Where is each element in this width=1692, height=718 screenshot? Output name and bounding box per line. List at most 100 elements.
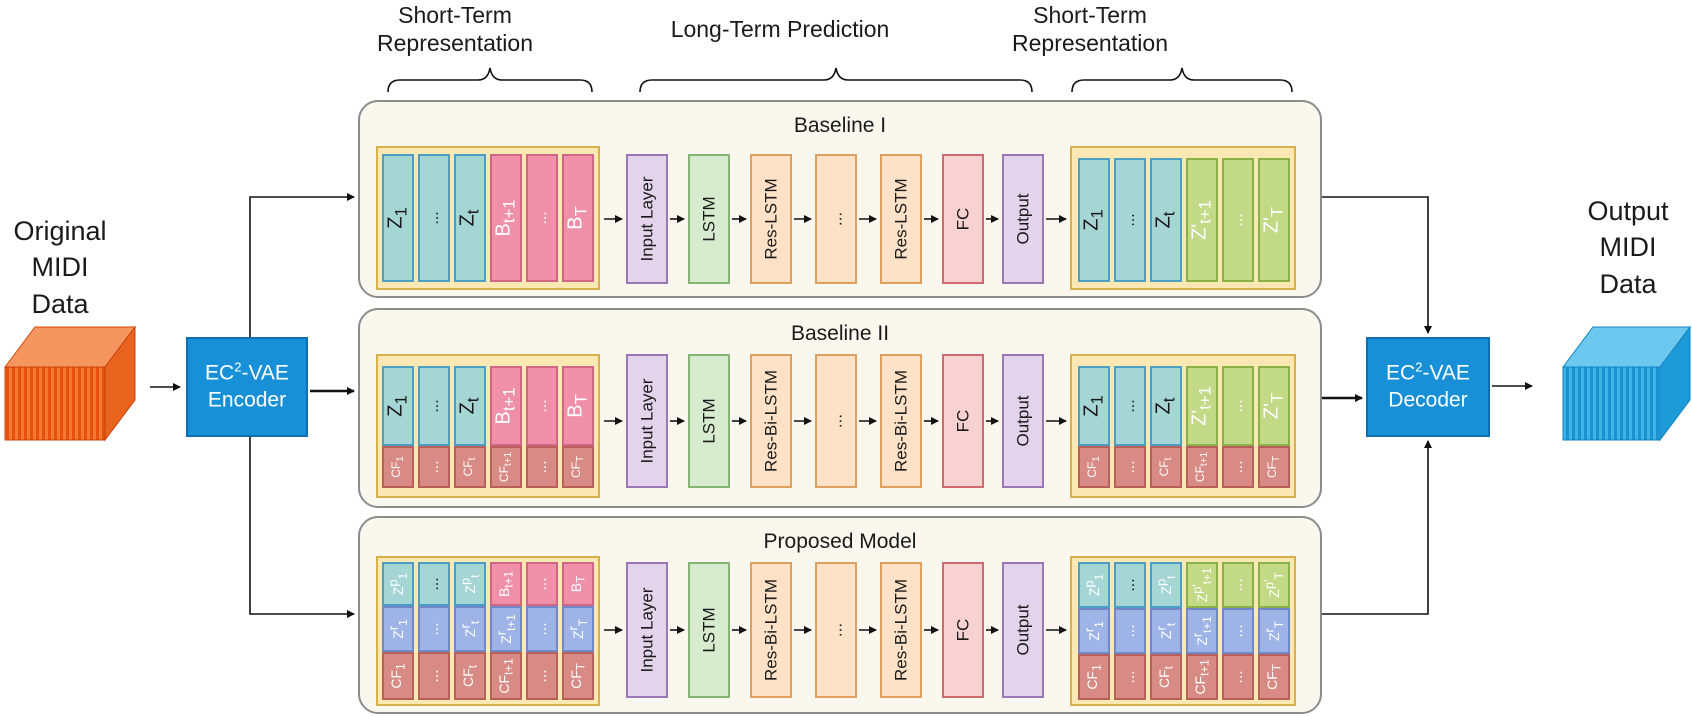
seq-cell: ...: [1114, 158, 1146, 282]
seq-cell: ZrT: [562, 606, 594, 652]
seq-cell: CFt+1: [1186, 654, 1218, 700]
layer-input: Input Layer: [626, 354, 668, 488]
seq-cell: ...: [418, 606, 450, 652]
seq-cell: Z1: [1078, 366, 1110, 446]
brace-short-term-right: [1071, 67, 1293, 93]
decoder-label: Decoder: [1388, 389, 1468, 412]
seq-cell: ...: [1222, 562, 1254, 608]
layer-output: Output: [1002, 154, 1044, 284]
seq-cell: CFT: [562, 652, 594, 700]
seq-cell: CFt: [1150, 654, 1182, 700]
brace-short-term-left: [387, 67, 593, 93]
seq-cell: Zpt: [454, 562, 486, 606]
layer-res-bi-lstm: Res-Bi-LSTM: [880, 354, 922, 488]
arrow-panel3-decoder: [1322, 440, 1432, 615]
seq-cell: ...: [1222, 446, 1254, 488]
seq-cell: ...: [418, 154, 450, 282]
panel-title: Proposed Model: [763, 530, 917, 553]
layer-input: Input Layer: [626, 562, 668, 698]
seq-cell: ...: [418, 652, 450, 700]
decoder-name: EC2-VAE: [1386, 359, 1470, 385]
input-midi-stack-icon: [4, 325, 136, 442]
seq-cell: CFT: [562, 446, 594, 488]
seq-cell: Z'T: [1258, 158, 1290, 282]
seq-cell: Zp't+1: [1186, 562, 1218, 608]
seq-cell: ...: [526, 606, 558, 652]
arrow-panel1-decoder: [1322, 196, 1432, 334]
seq-cell: CFt+1: [1186, 446, 1218, 488]
seq-cell: ...: [526, 154, 558, 282]
seq-cell: CFt+1: [490, 652, 522, 700]
seq-cell: Z1: [382, 366, 414, 446]
layer-res-lstm: Res-LSTM: [880, 154, 922, 284]
seq-cell: ...: [1222, 654, 1254, 700]
seq-cell: Z1: [382, 154, 414, 282]
layer-res-bi-lstm: Res-Bi-LSTM: [750, 562, 792, 698]
seq-cell: Zt: [1150, 366, 1182, 446]
seq-cell: ...: [1114, 562, 1146, 608]
seq-cell: Zp1: [1078, 562, 1110, 608]
layer-lstm: LSTM: [688, 562, 730, 698]
arrow-encoder-panel1: [249, 193, 355, 337]
seq-cell: ...: [1114, 654, 1146, 700]
seq-cell: CF1: [1078, 654, 1110, 700]
seq-cell: BT: [562, 366, 594, 446]
layer-res-bi-lstm: Res-Bi-LSTM: [880, 562, 922, 698]
seq-cell: ...: [1114, 366, 1146, 446]
seq-cell: CFT: [1258, 654, 1290, 700]
seq-cell: ...: [418, 366, 450, 446]
seq-cell: Zp1: [382, 562, 414, 606]
seq-cell: CF1: [382, 446, 414, 488]
seq-cell: Zpt: [1150, 562, 1182, 608]
seq-cell: Z't+1: [1186, 158, 1218, 282]
seq-cell: ...: [1222, 608, 1254, 654]
seq-cell: Bt+1: [490, 562, 522, 606]
seq-cell: CF1: [382, 652, 414, 700]
brace-long-term: [639, 67, 1033, 93]
seq-cell: CFT: [1258, 446, 1290, 488]
seq-cell: Zrt: [1150, 608, 1182, 654]
seq-cell: BT: [562, 154, 594, 282]
seq-cell: ZrT: [1258, 608, 1290, 654]
seq-cell: ...: [526, 652, 558, 700]
seq-cell: CFt: [1150, 446, 1182, 488]
header-long-term: Long-Term Prediction: [670, 16, 890, 42]
seq-cell: ...: [1222, 366, 1254, 446]
layer-input: Input Layer: [626, 154, 668, 284]
seq-cell: Zr1: [1078, 608, 1110, 654]
layer-output: Output: [1002, 354, 1044, 488]
layer-ellipsis: ...: [815, 562, 857, 698]
seq-cell: Zt: [454, 366, 486, 446]
encoder-label: Encoder: [207, 389, 287, 412]
seq-cell: Zrt: [454, 606, 486, 652]
seq-cell: Z1: [1078, 158, 1110, 282]
layer-res-bi-lstm: Res-Bi-LSTM: [750, 354, 792, 488]
seq-cell: ...: [526, 562, 558, 606]
seq-cell: CF1: [1078, 446, 1110, 488]
seq-cell: Zt: [1150, 158, 1182, 282]
layer-ellipsis: ...: [815, 154, 857, 284]
seq-cell: Z'T: [1258, 366, 1290, 446]
seq-cell: CFt: [454, 652, 486, 700]
seq-cell: Zrt+1: [1186, 608, 1218, 654]
seq-cell: Zr1: [382, 606, 414, 652]
layer-fc: FC: [942, 354, 984, 488]
layer-lstm: LSTM: [688, 154, 730, 284]
layer-lstm: LSTM: [688, 354, 730, 488]
seq-cell: Bt+1: [490, 154, 522, 282]
seq-cell: ...: [526, 366, 558, 446]
layer-ellipsis: ...: [815, 354, 857, 488]
seq-cell: Z't+1: [1186, 366, 1218, 446]
panel-title: Baseline I: [793, 114, 887, 137]
seq-cell: CFt: [454, 446, 486, 488]
decoder-box: EC2-VAE Decoder: [1366, 337, 1490, 437]
layer-fc: FC: [942, 562, 984, 698]
seq-cell: Zt: [454, 154, 486, 282]
output-midi-stack-icon: [1562, 325, 1691, 442]
